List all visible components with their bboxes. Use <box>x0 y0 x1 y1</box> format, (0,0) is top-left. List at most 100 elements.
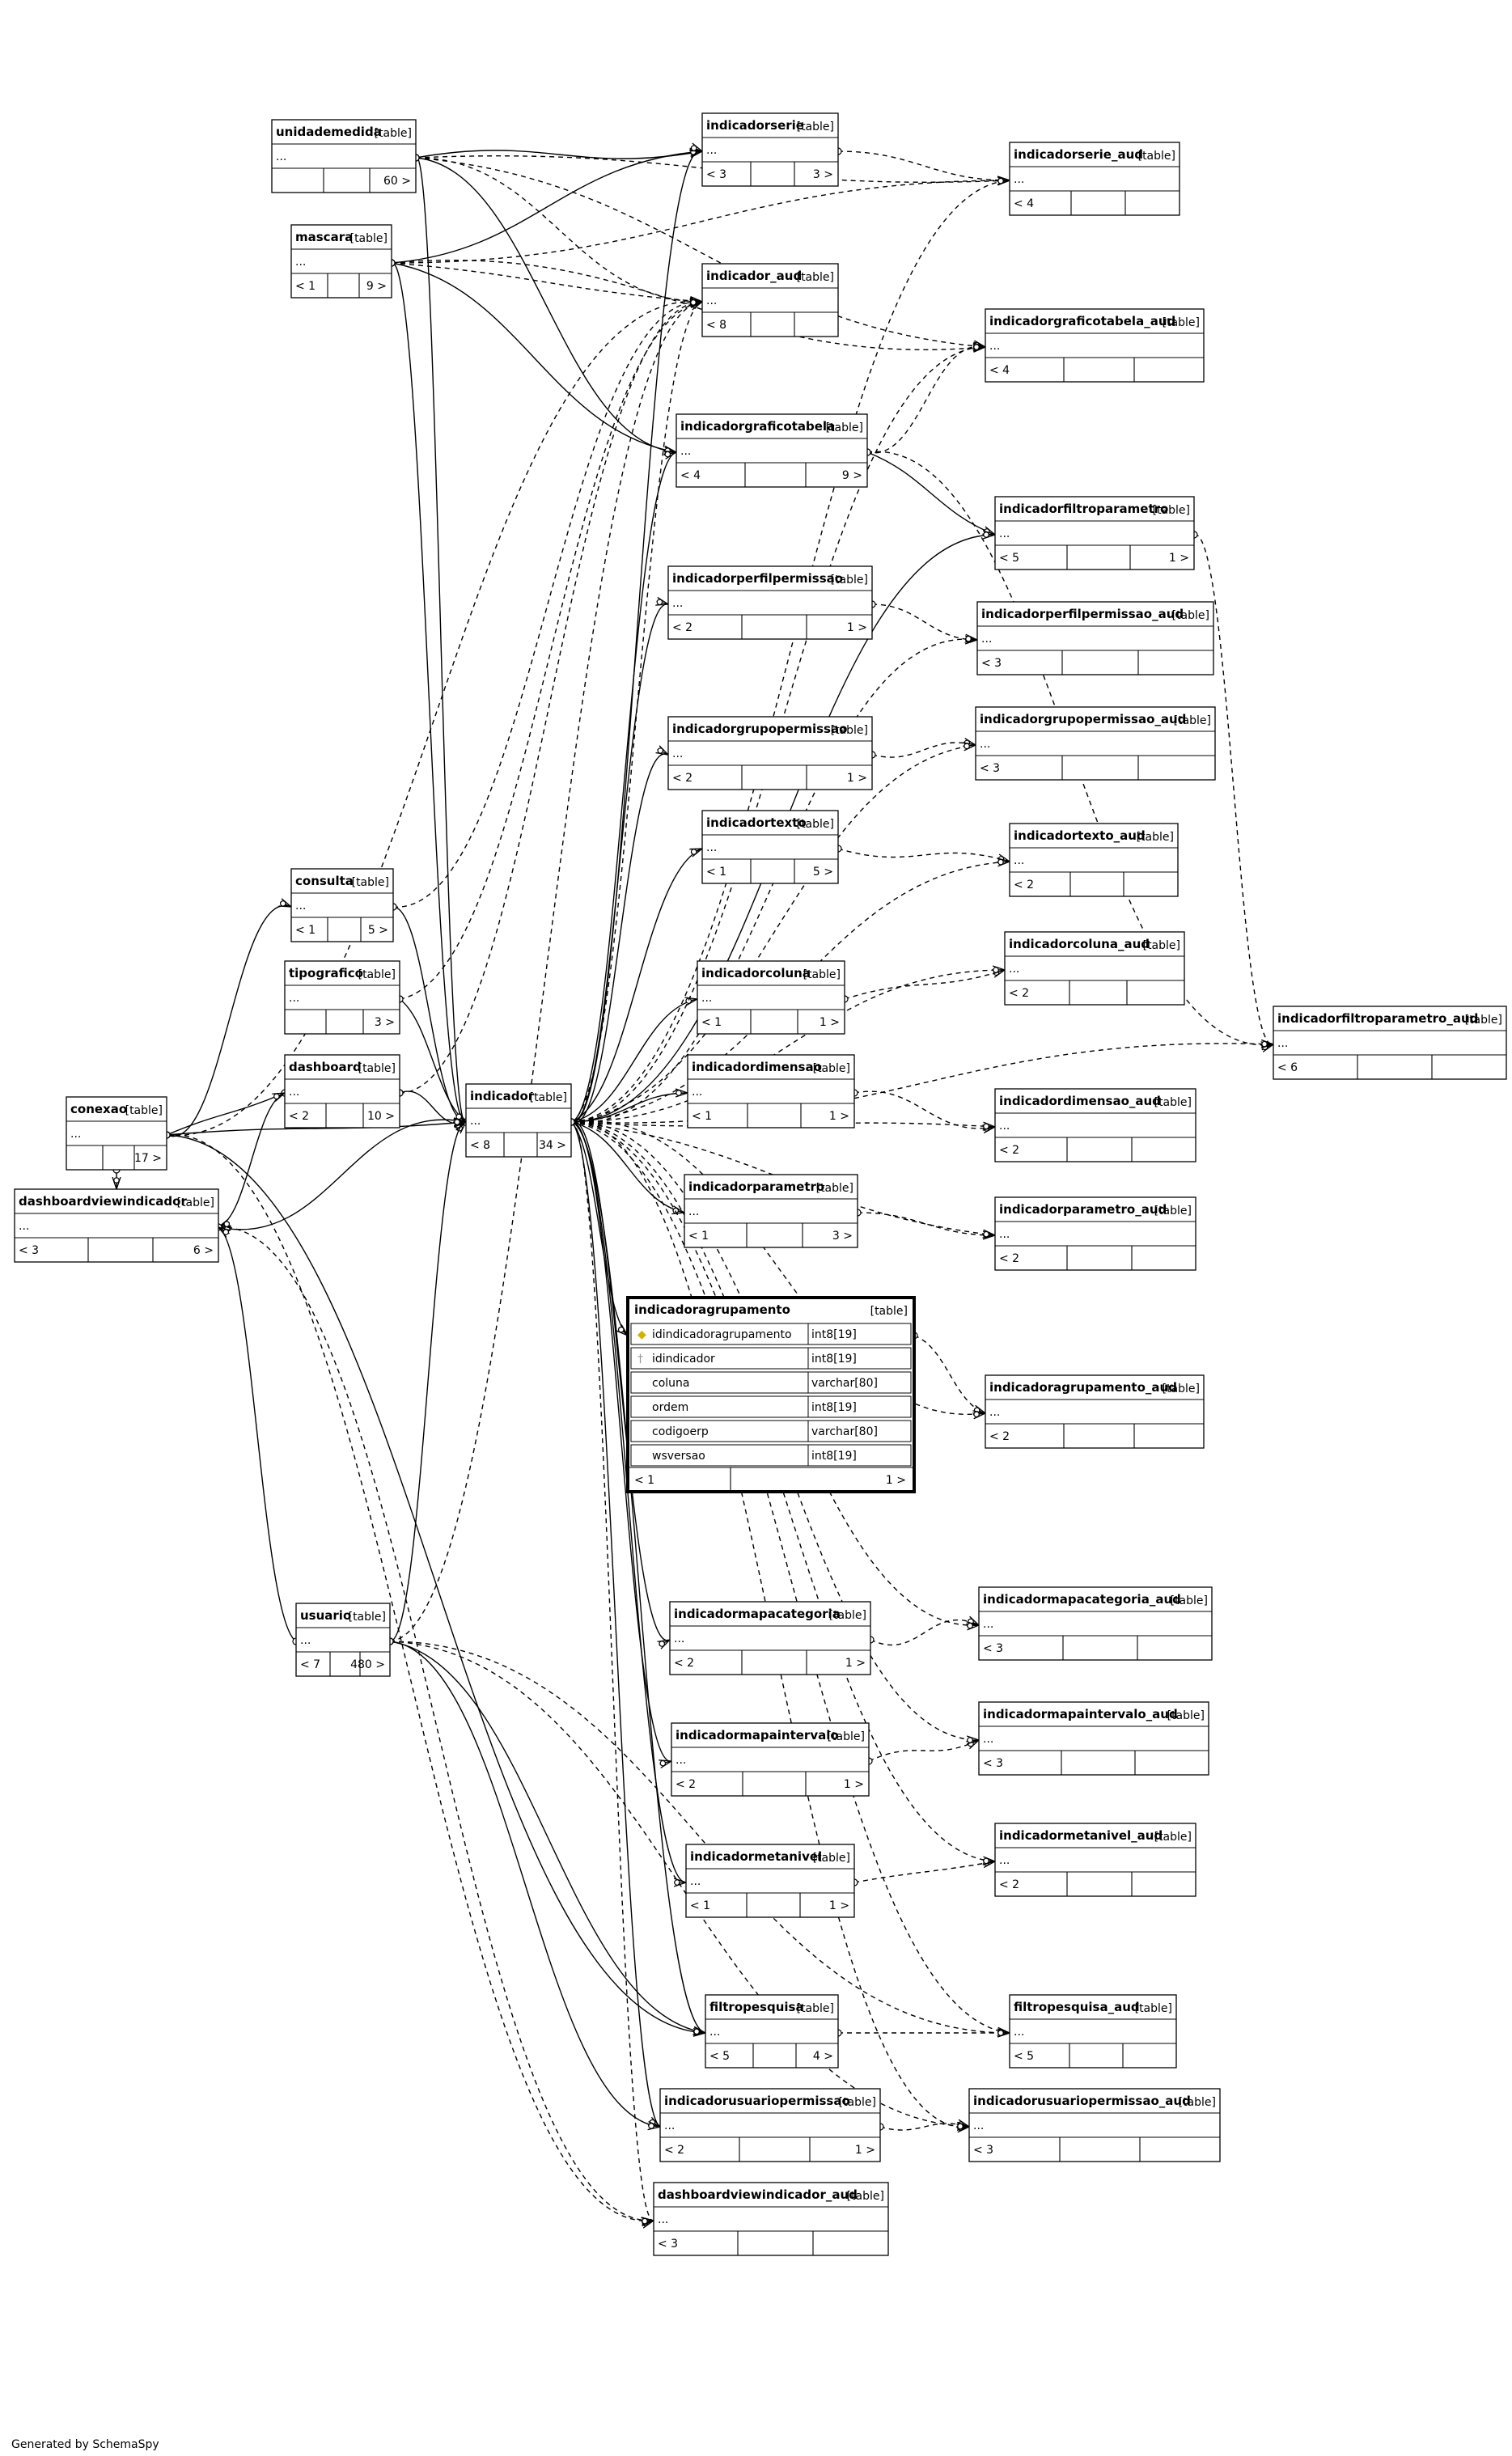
column-name: coluna <box>652 1377 689 1390</box>
table-unidademedida[interactable]: unidademedida[table]...60 > <box>271 119 417 193</box>
table-indicadoragrupamento[interactable]: indicadoragrupamento[table]◆idindicadora… <box>626 1296 916 1493</box>
relationship-line <box>400 302 702 1093</box>
table-indicadorusuariopermissao_aud[interactable]: indicadorusuariopermissao_aud[table]...<… <box>968 2088 1221 2162</box>
table-indicador_aud[interactable]: indicador_aud[table]...< 8 <box>701 263 839 337</box>
table-tag: [table] <box>1154 1205 1192 1217</box>
table-indicadoragrupamento_aud[interactable]: indicadoragrupamento_aud[table]...< 2 <box>985 1374 1205 1449</box>
parent-count: < 1 <box>692 1110 712 1123</box>
column-type: int8[19] <box>811 1328 857 1341</box>
table-indicadorparametro_aud[interactable]: indicadorparametro_aud[table]...< 2 <box>994 1196 1196 1271</box>
table-indicadordimensao_aud[interactable]: indicadordimensao_aud[table]...< 2 <box>994 1088 1196 1162</box>
table-name: indicadormapaintervalo_aud <box>983 1707 1178 1721</box>
table-indicadormetanivel_aud[interactable]: indicadormetanivel_aud[table]...< 2 <box>994 1823 1196 1897</box>
table-indicadortexto_aud[interactable]: indicadortexto_aud[table]...< 2 <box>1009 823 1179 897</box>
parent-count: < 8 <box>470 1139 490 1152</box>
column-name: ordem <box>652 1401 688 1414</box>
table-indicadorperfilpermissao_aud[interactable]: indicadorperfilpermissao_aud[table]...< … <box>976 601 1214 675</box>
relationship-line <box>400 302 702 999</box>
table-box <box>465 1083 572 1158</box>
relationship-line <box>392 180 1010 263</box>
table-name: indicadorcoluna_aud <box>1009 937 1150 951</box>
table-box <box>1273 1006 1507 1080</box>
table-indicadorgraficotabela_aud[interactable]: indicadorgraficotabela_aud[table]...< 4 <box>985 308 1205 383</box>
child-count: 1 > <box>1169 552 1189 565</box>
child-count: 3 > <box>813 168 833 181</box>
table-name: indicadorgraficotabela <box>680 419 835 434</box>
relationship-line <box>416 158 676 452</box>
parent-count: < 8 <box>706 319 726 332</box>
type-cell <box>807 1371 912 1394</box>
table-box <box>978 1701 1209 1776</box>
relationship-line <box>880 2124 969 2131</box>
parent-count: < 4 <box>1014 197 1034 210</box>
columns-ellipsis: ... <box>19 1220 29 1233</box>
table-tag: [table] <box>1179 2096 1216 2109</box>
table-name: indicadormetanivel <box>690 1849 822 1864</box>
parent-count: < 1 <box>706 866 726 879</box>
table-box <box>701 810 839 884</box>
columns-ellipsis: ... <box>999 527 1010 540</box>
table-box <box>701 263 839 337</box>
table-indicadorserie_aud[interactable]: indicadorserie_aud[table]...< 4 <box>1009 142 1180 216</box>
table-indicadormapacategoria_aud[interactable]: indicadormapacategoria_aud[table]...< 3 <box>978 1586 1213 1661</box>
relationship-line <box>218 1227 296 1641</box>
table-indicadormapaintervalo_aud[interactable]: indicadormapaintervalo_aud[table]...< 3 <box>978 1701 1209 1776</box>
child-count: 9 > <box>842 469 862 482</box>
table-indicadorcoluna_aud[interactable]: indicadorcoluna_aud[table]...< 2 <box>1004 931 1185 1006</box>
columns-ellipsis: ... <box>674 1632 684 1645</box>
parent-count: < 1 <box>701 1016 722 1029</box>
table-box <box>1009 823 1179 897</box>
relationship-line <box>838 151 1010 180</box>
columns-ellipsis: ... <box>1009 963 1019 976</box>
child-count: 6 > <box>193 1244 214 1257</box>
columns-ellipsis: ... <box>706 294 717 307</box>
primary-key-icon: ◆ <box>637 1328 646 1341</box>
parent-count: < 3 <box>973 2144 993 2157</box>
table-box <box>667 565 873 640</box>
table-tag: [table] <box>125 1104 163 1117</box>
relationship-line <box>390 1122 466 1641</box>
table-tag: [table] <box>797 818 834 831</box>
columns-ellipsis: ... <box>295 256 306 269</box>
table-indicadorfiltroparametro_aud[interactable]: indicadorfiltroparametro_aud[table]...< … <box>1273 1006 1507 1080</box>
table-name: indicadorserie_aud <box>1014 147 1143 162</box>
table-box <box>66 1096 167 1171</box>
table-filtropesquisa_aud[interactable]: filtropesquisa_aud[table]...< 5 <box>1009 1994 1177 2069</box>
table-conexao[interactable]: conexao[table]...17 > <box>66 1096 167 1171</box>
columns-ellipsis: ... <box>999 1228 1010 1241</box>
table-tipografico[interactable]: tipografico[table]...3 > <box>284 960 400 1035</box>
columns-ellipsis: ... <box>664 2119 675 2132</box>
table-tag: [table] <box>1174 714 1211 727</box>
table-name: indicadorusuariopermissao_aud <box>973 2094 1191 2108</box>
table-box <box>701 112 839 187</box>
table-dashboardviewindicador_aud[interactable]: dashboardviewindicador_aud[table]...< 3 <box>653 2182 889 2256</box>
relationship-line <box>392 263 466 1122</box>
relationship-line <box>870 1620 979 1645</box>
relationship-line <box>571 452 676 1122</box>
table-box <box>676 413 868 488</box>
table-name: indicadorgrupopermissao_aud <box>980 712 1186 726</box>
table-indicadorgrupopermissao_aud[interactable]: indicadorgrupopermissao_aud[table]...< 3 <box>975 706 1216 781</box>
columns-ellipsis: ... <box>688 1205 699 1218</box>
